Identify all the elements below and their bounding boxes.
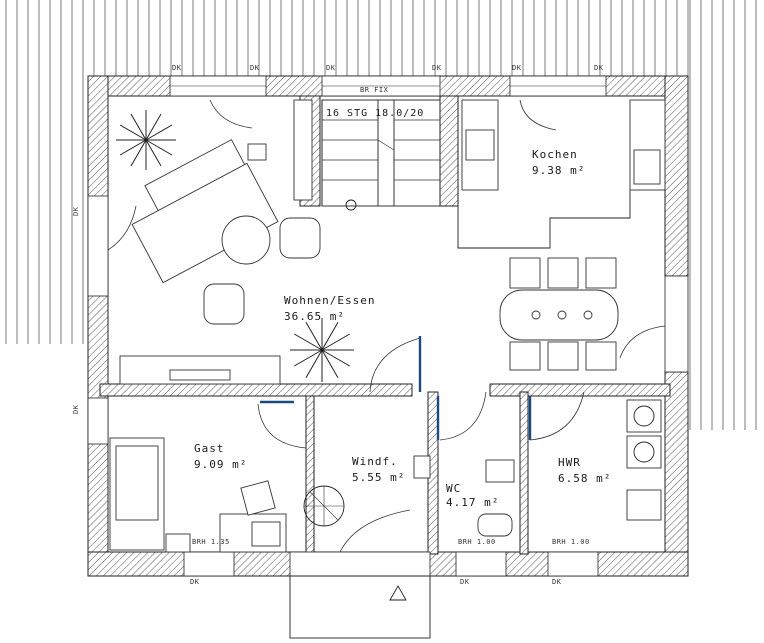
plant-leaf [145, 139, 173, 156]
plant-leaf [305, 349, 323, 378]
plant-leaf [321, 349, 350, 367]
door-frames [260, 336, 532, 440]
window-label-brh-1: BRH 1.35 [192, 538, 230, 546]
plant-leaf [145, 113, 162, 141]
plant-leaf [145, 124, 173, 141]
room-name-wohnen: Wohnen/Essen [284, 294, 375, 307]
room-area-windf: 5.55 m² [352, 471, 405, 484]
door-swings [107, 99, 666, 553]
plant-leaf [305, 322, 323, 351]
dk-mark: DK [190, 578, 200, 586]
roof-lines-left [5, 76, 84, 344]
dk-markers: DK DK DK DK DK DK DK DK DK DK DK [72, 64, 604, 586]
living-furniture [119, 99, 321, 385]
room-name-gast: Gast [194, 442, 225, 455]
window-label-top: BR FIX [360, 86, 389, 94]
room-name-wc: WC [446, 482, 461, 495]
plant-leaf [119, 139, 147, 156]
plant-leaf [130, 113, 147, 141]
room-area-wc: 4.17 m² [446, 496, 499, 509]
plant-leaf [119, 124, 147, 141]
guest-furniture [109, 437, 287, 553]
plant-leaf [130, 139, 147, 167]
wc-fixtures [413, 455, 515, 537]
window-label-brh-3: BRH 1.00 [552, 538, 590, 546]
entrance-steps [289, 575, 431, 639]
dk-mark: DK [172, 64, 182, 72]
roof-lines-top [5, 0, 689, 76]
dk-mark: DK [512, 64, 522, 72]
plant-icon-2 [290, 318, 354, 382]
hwr-fixtures [626, 399, 662, 521]
dk-mark: DK [594, 64, 604, 72]
room-area-gast: 9.09 m² [194, 458, 247, 471]
plant-leaf [145, 139, 162, 167]
top-windows [87, 75, 689, 577]
room-name-windf: Windf. [352, 455, 398, 468]
room-name-kochen: Kochen [532, 148, 578, 161]
room-area-hwr: 6.58 m² [558, 472, 611, 485]
dk-mark: DK [460, 578, 470, 586]
room-name-hwr: HWR [558, 456, 581, 469]
room-labels: Wohnen/Essen 36.65 m² Kochen 9.38 m² Gas… [192, 86, 611, 546]
roof-lines-right [689, 0, 757, 430]
dk-mark: DK [326, 64, 336, 72]
kitchen-partition [457, 99, 666, 249]
plant-leaf [321, 322, 339, 351]
dk-mark: DK [250, 64, 260, 72]
stair-tread [377, 139, 395, 151]
dk-mark: DK [552, 578, 562, 586]
dk-mark: DK [72, 206, 80, 216]
staircase [321, 99, 441, 211]
room-area-kochen: 9.38 m² [532, 164, 585, 177]
plant-icon-1 [116, 110, 176, 170]
dk-mark: DK [432, 64, 442, 72]
plant-leaf [321, 349, 339, 378]
spiral-stair [303, 485, 345, 527]
dining-table [499, 257, 619, 371]
window-label-brh-2: BRH 1.00 [458, 538, 496, 546]
plant-leaf [294, 333, 323, 351]
plant-leaf [321, 333, 350, 351]
stair-label: 16 STG 18.0/20 [326, 108, 424, 119]
plant-leaf [294, 349, 323, 367]
dk-mark: DK [72, 404, 80, 414]
room-area-wohnen: 36.65 m² [284, 310, 345, 323]
